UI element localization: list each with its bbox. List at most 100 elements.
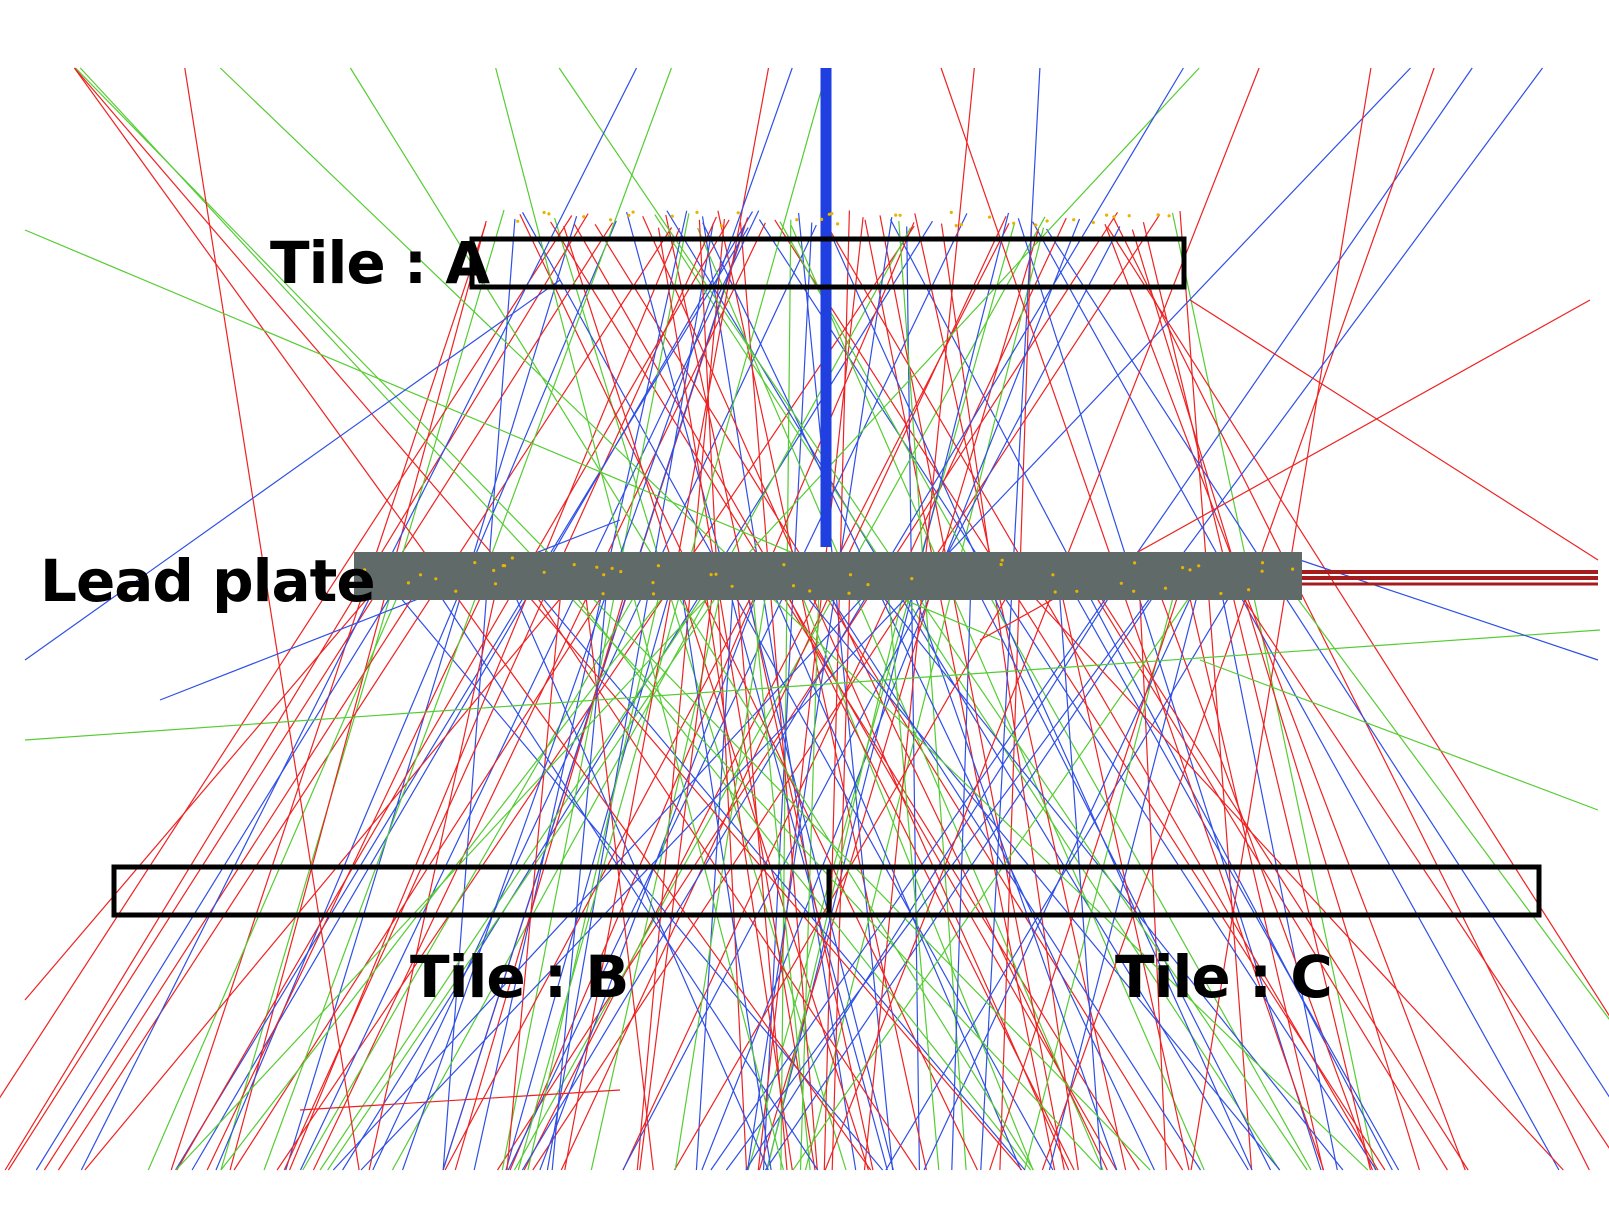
hit-marker: [736, 211, 740, 215]
particle-track: [1067, 582, 1400, 1171]
particle-track: [779, 221, 1312, 1171]
particle-track: [496, 211, 1119, 1171]
particle-track: [560, 215, 1007, 1171]
particle-track: [312, 222, 766, 1171]
particle-track: [342, 220, 934, 1171]
hit-marker: [714, 572, 718, 576]
hit-marker: [1045, 219, 1049, 223]
particle-track: [767, 580, 1022, 1171]
hit-marker: [847, 591, 851, 595]
particle-track: [798, 213, 894, 1171]
particle-track: [758, 219, 1377, 1171]
particle-track: [657, 227, 816, 1171]
particle-track: [824, 67, 1260, 1171]
particle-track: [4, 213, 589, 1171]
particle-track: [1112, 215, 1590, 1171]
hit-marker: [1291, 567, 1295, 571]
particle-track: [710, 67, 1473, 1171]
hit-marker: [820, 217, 824, 221]
particle-track: [80, 67, 638, 1171]
particle-tracks: [0, 67, 1609, 1171]
particle-track: [424, 572, 819, 1171]
hit-marker: [610, 566, 614, 571]
particle-track: [332, 587, 873, 1171]
particle-track: [1190, 67, 1372, 1171]
hit-marker: [795, 218, 799, 222]
hit-marker: [836, 222, 840, 226]
particle-track: [747, 217, 893, 1171]
particle-track: [1131, 229, 1420, 1171]
tile-a-outline: [469, 236, 1187, 290]
hit-marker: [493, 582, 498, 586]
particle-track: [1185, 582, 1324, 1171]
particle-track: [701, 218, 1081, 1171]
hit-marker: [1181, 566, 1185, 570]
hit-marker: [1127, 214, 1131, 218]
hit-marker: [602, 573, 606, 577]
particle-track: [564, 67, 770, 1171]
particle-track: [349, 67, 1034, 1171]
particle-track: [702, 222, 1155, 1171]
particle-track: [665, 214, 874, 1171]
hit-marker: [1156, 213, 1160, 217]
particle-track: [674, 571, 770, 1171]
particle-track: [758, 228, 1040, 1171]
particle-track: [735, 581, 788, 1171]
hit-marker: [547, 212, 551, 216]
hit-marker: [582, 215, 586, 219]
particle-track: [0, 215, 573, 1099]
hit-marker: [1260, 561, 1265, 565]
hit-marker: [999, 562, 1003, 567]
hit-marker: [1051, 573, 1055, 577]
particle-track: [1138, 569, 1167, 1171]
hit-marker: [651, 592, 656, 596]
particle-track: [569, 588, 1032, 1171]
hit-marker: [1132, 589, 1136, 593]
particle-track: [680, 587, 772, 1171]
particle-track: [517, 67, 829, 1171]
particle-track: [780, 581, 1075, 1171]
hit-marker: [1075, 589, 1079, 593]
hit-marker: [542, 210, 546, 215]
hit-marker: [595, 565, 599, 569]
hit-marker: [670, 214, 674, 218]
particle-track: [747, 223, 1015, 1171]
particle-track: [558, 67, 1308, 1171]
particle-track: [554, 217, 847, 1171]
particle-track: [969, 575, 1272, 1171]
particle-track: [1045, 228, 1609, 1098]
hit-marker: [542, 570, 546, 574]
particle-track: [1299, 559, 1599, 661]
hit-marker: [898, 213, 902, 217]
hit-marker: [454, 589, 458, 593]
particle-track: [828, 228, 1253, 1171]
hit-marker: [619, 570, 623, 574]
particle-track: [7, 222, 614, 1171]
tile-c-outline: [826, 864, 1542, 918]
hit-marker: [631, 210, 635, 214]
particle-track: [233, 577, 615, 1171]
hit-marker: [516, 219, 520, 223]
particle-track: [75, 67, 1151, 1171]
particle-track: [923, 569, 1204, 1171]
hit-marker: [656, 564, 661, 568]
particle-track: [513, 216, 1046, 1171]
hit-marker: [1197, 564, 1201, 568]
particle-track: [989, 582, 1183, 1171]
particle-track: [940, 67, 1325, 1171]
hit-marker: [910, 577, 914, 581]
particle-track: [1041, 67, 1435, 1171]
particle-track: [1023, 585, 1564, 1171]
particle-track: [1179, 211, 1253, 1171]
hit-marker: [949, 210, 953, 214]
hit-marker: [695, 210, 699, 214]
hit-marker: [730, 584, 734, 588]
particle-track: [527, 575, 664, 1171]
particle-track: [1236, 587, 1609, 1149]
hit-marker: [1133, 561, 1137, 565]
particle-track: [1199, 659, 1599, 811]
hit-marker: [1034, 223, 1038, 227]
particle-track: [506, 584, 563, 1171]
particle-track: [740, 571, 894, 1171]
